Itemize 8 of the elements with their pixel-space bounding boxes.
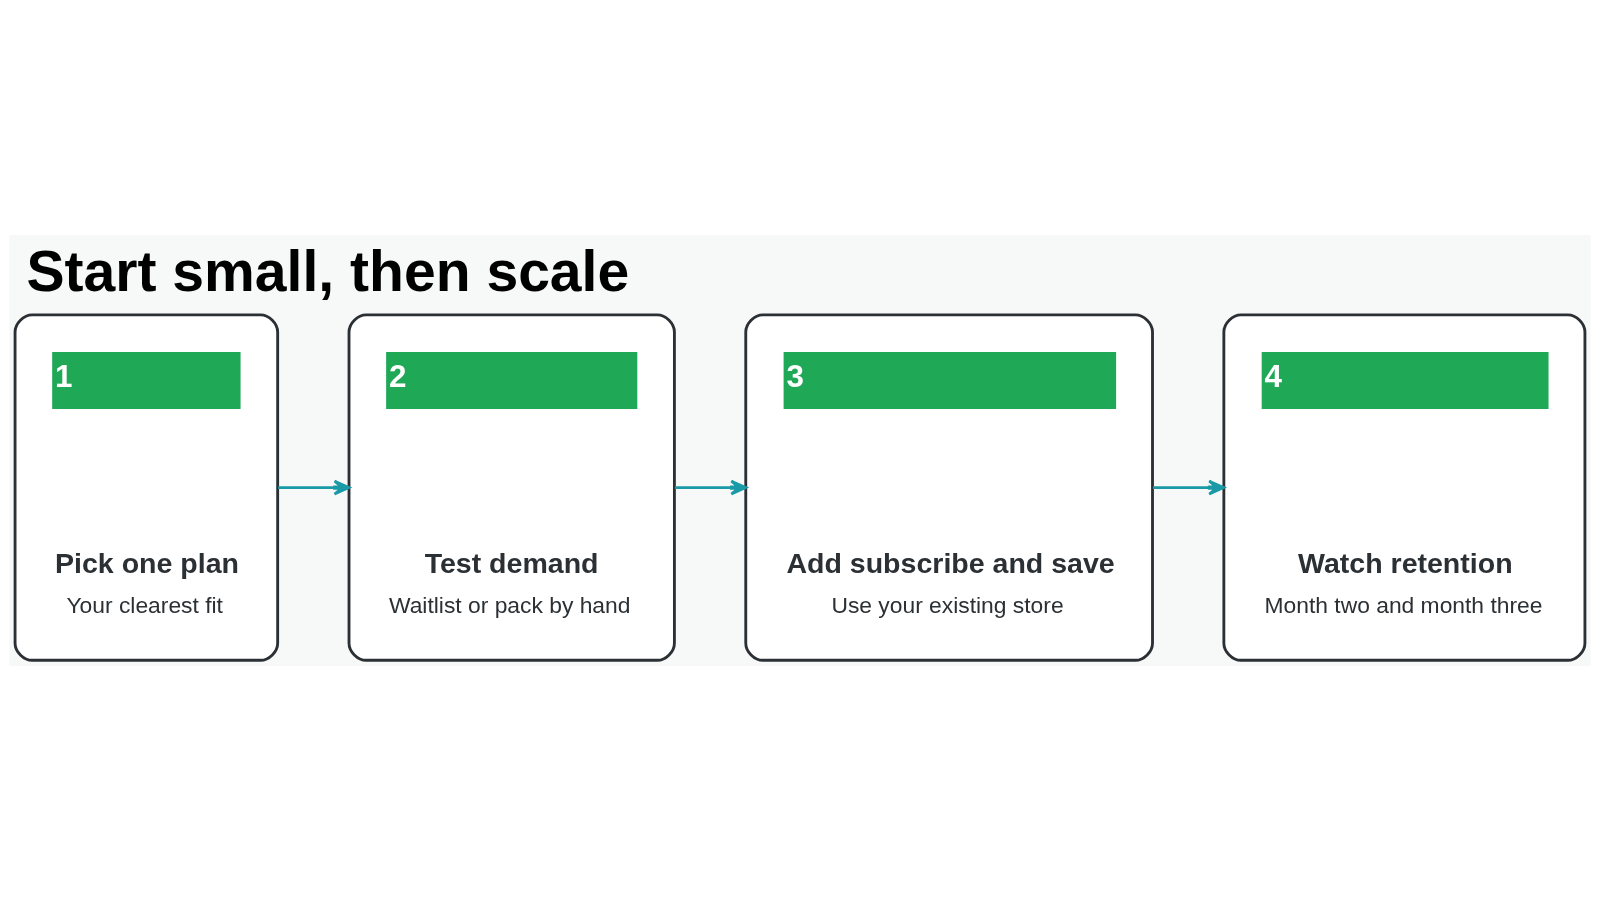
- arrow: [1152, 479, 1225, 495]
- node-box: 4 Watch retention Month two and month three: [1222, 313, 1587, 662]
- node-box: 1 Pick one plan Your clearest fit: [13, 313, 280, 662]
- node-box: 3 Add subscribe and save Use your existing store: [744, 313, 1154, 662]
- node-box: 2 Test demand Waitlist or pack by hand: [347, 313, 676, 662]
- arrow: [674, 479, 748, 495]
- arrow: [278, 479, 351, 495]
- diagram-title: Start small, then scale: [26, 238, 630, 303]
